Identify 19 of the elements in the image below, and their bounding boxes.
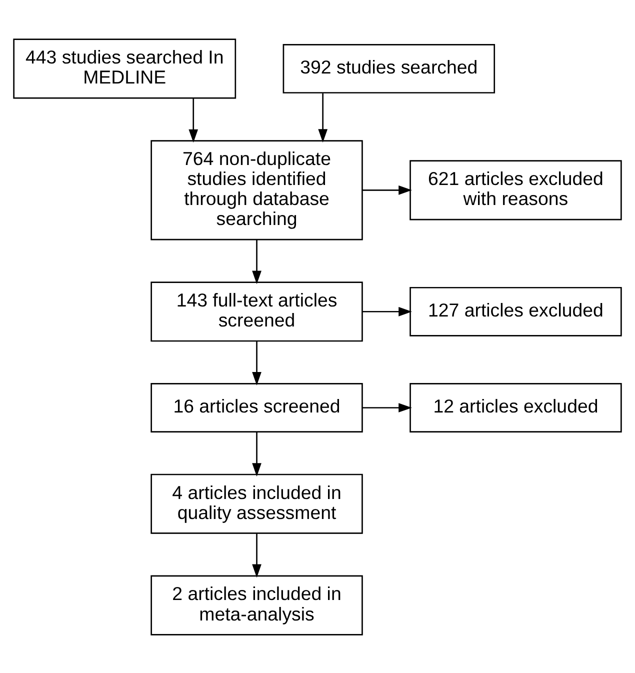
arrow	[252, 341, 262, 385]
arrow	[252, 533, 262, 578]
arrow	[188, 98, 198, 142]
node-box: 443 studies searched In MEDLINE	[13, 38, 236, 98]
arrow	[318, 92, 328, 142]
arrow	[362, 402, 412, 412]
node-box: 16 articles screened	[150, 382, 363, 432]
arrow	[362, 185, 412, 194]
node-box: 127 articles excluded	[410, 286, 622, 336]
node-box: 4 articles included in quality assessment	[150, 473, 363, 534]
node-box: 12 articles excluded	[410, 382, 622, 432]
node-box: 621 articles excluded with reasons	[410, 160, 622, 220]
node-box: 143 full-text articles screened	[150, 281, 363, 342]
arrow	[252, 239, 262, 284]
node-box: 764 non-duplicate studies identified through database searching	[150, 140, 363, 240]
node-box: 392 studies searched	[282, 44, 496, 93]
node-box: 2 articles included in meta-analysis	[150, 574, 363, 635]
arrow	[252, 432, 262, 476]
arrow	[362, 306, 412, 316]
